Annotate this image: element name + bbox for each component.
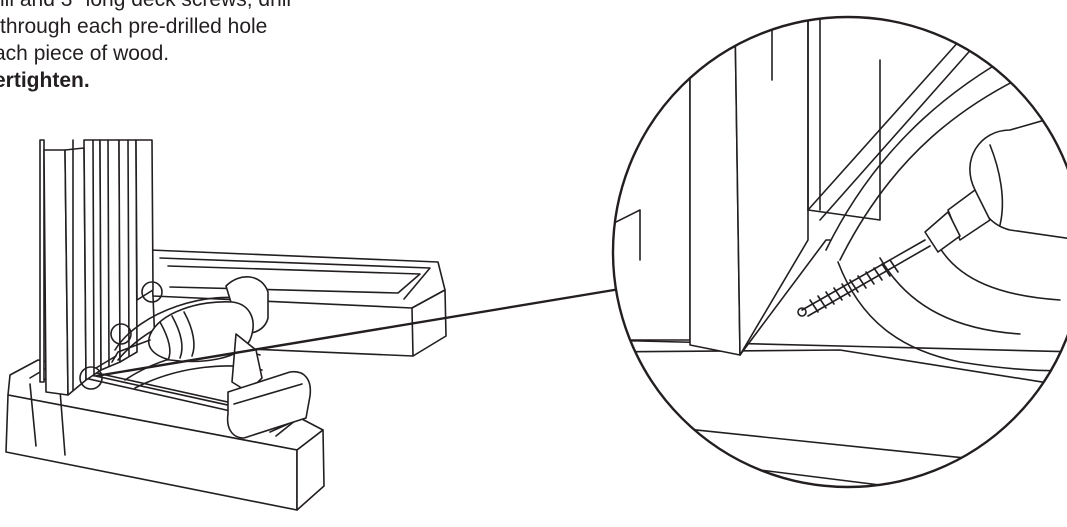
- screw-hole-marker: [110, 323, 132, 345]
- zoom-leader-line: [95, 286, 627, 378]
- screw-hole-marker: [79, 366, 103, 390]
- instruction-line-1: ill and 3" long deck screws, drill: [0, 0, 324, 13]
- frame-overview: [5, 139, 447, 511]
- deck-screw: [809, 259, 899, 313]
- instruction-line-2: through each pre-drilled hole: [0, 15, 268, 38]
- assembly-instructions: ill and 3" long deck screws, drill throu…: [0, 0, 324, 94]
- screw-hole-marker: [141, 281, 163, 303]
- zoom-circle: [611, 15, 1067, 489]
- instruction-line-3: ach piece of wood.: [0, 42, 170, 65]
- zoom-detail: [613, 17, 1067, 487]
- screw-hole: [797, 307, 807, 317]
- overtighten-warning: ertighten.: [0, 69, 90, 92]
